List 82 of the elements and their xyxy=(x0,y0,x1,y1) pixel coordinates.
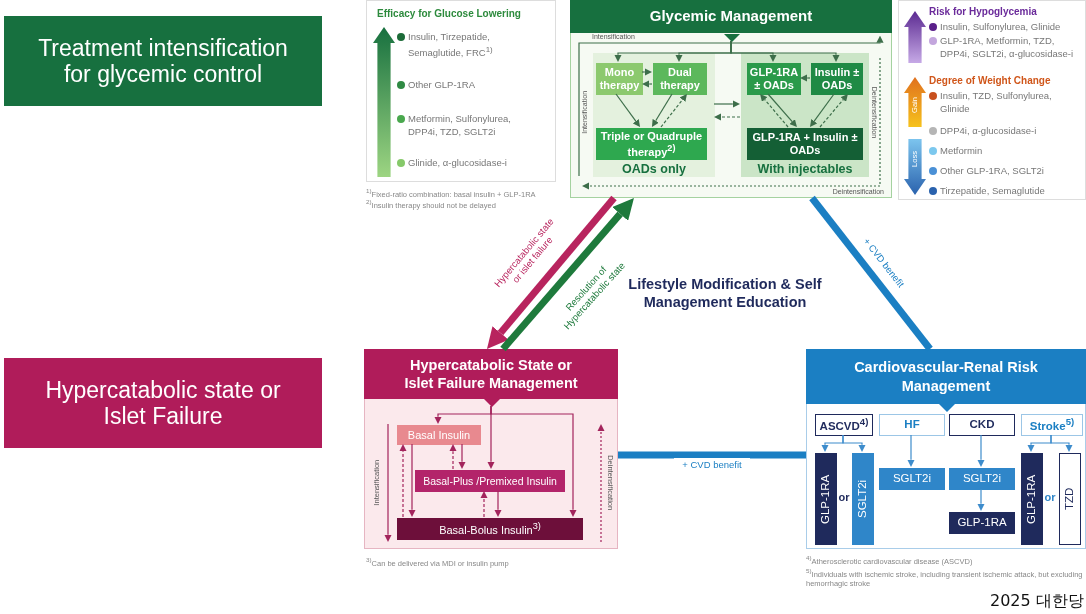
title-bar: Cardiovascular-Renal Risk Management xyxy=(806,349,1086,404)
legend-panel xyxy=(898,0,1086,200)
legend-panel xyxy=(366,0,556,182)
management-panel xyxy=(570,0,892,198)
drug-list-item: Insulin, Tirzepatide, Semaglutide, FRC$^{1)}$ xyxy=(408,31,494,60)
drug-box: SGLT2i xyxy=(852,453,874,545)
arrow xyxy=(730,40,840,62)
arrow xyxy=(642,80,653,88)
drug-list-item: Other GLP-1RA, SGLT2i xyxy=(940,165,1045,178)
drug-box: SGLT2i xyxy=(949,468,1015,490)
condition-box: Stroke$^{5)}$ xyxy=(1021,414,1083,436)
condition-box: ASCVD$^{4)}$ xyxy=(815,414,873,436)
arrow xyxy=(819,94,848,128)
column-label: OADs only xyxy=(621,162,687,176)
drug-list-item: Tirzepatide, Semaglutide xyxy=(940,185,1046,198)
arrow xyxy=(977,434,985,467)
or-text: or xyxy=(1043,491,1057,505)
title-bar: Glycemic Management xyxy=(570,0,892,33)
column-label: With injectables xyxy=(756,162,854,176)
drug-list-item: Insulin, Sulfonylurea, Glinide xyxy=(940,21,1062,34)
drug-list-item: Metformin, Sulfonylurea, DPP4i, TZD, SGLT2i xyxy=(408,113,512,138)
category-box: Treatment intensification for glycemic control xyxy=(4,16,322,106)
pointer-triangle xyxy=(724,34,740,42)
connector-line xyxy=(809,195,933,352)
arrow xyxy=(760,94,789,128)
arrow xyxy=(842,434,866,452)
category-box: Hypercatabolic state or Islet Failure xyxy=(4,358,322,448)
connector-line xyxy=(618,451,806,459)
arrow xyxy=(660,94,687,128)
drug-list-item: DPP4i, α-glucosidase-i xyxy=(940,125,1038,138)
therapy-box: GLP-1RA ± OADs xyxy=(747,63,801,95)
arrow xyxy=(1050,434,1073,452)
management-panel xyxy=(806,349,1086,549)
column-band xyxy=(741,53,869,177)
source-note: 2025 대한당 xyxy=(990,591,1085,611)
arrow xyxy=(977,488,985,511)
arrow xyxy=(480,491,488,518)
title-bar: Hypercatabolic State or Islet Failure Management xyxy=(364,349,618,399)
arrow xyxy=(494,490,502,517)
arrow xyxy=(800,74,811,82)
therapy-box: Mono therapy xyxy=(596,63,643,95)
arrow xyxy=(449,444,457,470)
drug-list-item: Insulin, TZD, Sulfonylurea, Glinide xyxy=(940,90,1053,115)
drug-box: TZD xyxy=(1059,453,1081,545)
drug-box: GLP-1RA xyxy=(949,512,1015,534)
drug-box: SGLT2i xyxy=(879,468,945,490)
therapy-box: Triple or Quadruple therapy$^{2)}$ xyxy=(596,128,707,160)
arrow xyxy=(767,93,797,127)
column-band xyxy=(593,53,715,177)
insulin-box: Basal Insulin xyxy=(397,425,481,445)
management-panel xyxy=(364,349,618,549)
therapy-box: Dual therapy xyxy=(653,63,707,95)
drug-list-item: Glinide, α-glucosidase-i xyxy=(408,157,508,170)
drug-box: GLP-1RA xyxy=(815,453,837,545)
drug-list-item: Other GLP-1RA xyxy=(408,79,477,92)
arrow xyxy=(641,68,652,76)
arrow xyxy=(809,93,835,127)
legend-heading: Degree of Weight Change xyxy=(929,75,1052,87)
arrow xyxy=(408,443,416,517)
drug-list-item: GLP-1RA, Metformin, TZD, DPP4i, SGLT2i, α-glucosidase-i xyxy=(940,35,1075,60)
arrow xyxy=(490,405,577,517)
arrow xyxy=(615,93,641,127)
drug-box: GLP-1RA xyxy=(1021,453,1043,545)
arrow xyxy=(713,100,740,108)
insulin-box: Basal-Plus /Premixed Insulin xyxy=(415,470,565,492)
arrow xyxy=(651,93,673,127)
condition-box: HF xyxy=(879,414,945,436)
drug-list-item: Metformin xyxy=(940,145,984,158)
or-text: or xyxy=(837,491,851,505)
legend-heading: Risk for Hypoglycemia xyxy=(929,6,1038,18)
insulin-box: Basal-Bolus Insulin$^{3)}$ xyxy=(397,518,583,540)
arrow xyxy=(907,434,915,467)
legend-heading: Efficacy for Glucose Lowering xyxy=(377,8,522,20)
arrow xyxy=(399,444,407,518)
therapy-box: GLP-1RA + Insulin ± OADs xyxy=(747,128,863,160)
therapy-box: Insulin ± OADs xyxy=(811,63,863,95)
pointer-triangle xyxy=(484,399,500,407)
arrow xyxy=(458,443,466,469)
condition-box: CKD xyxy=(949,414,1015,436)
arrow xyxy=(714,113,741,121)
arrow xyxy=(487,195,617,349)
arrow xyxy=(500,198,634,352)
